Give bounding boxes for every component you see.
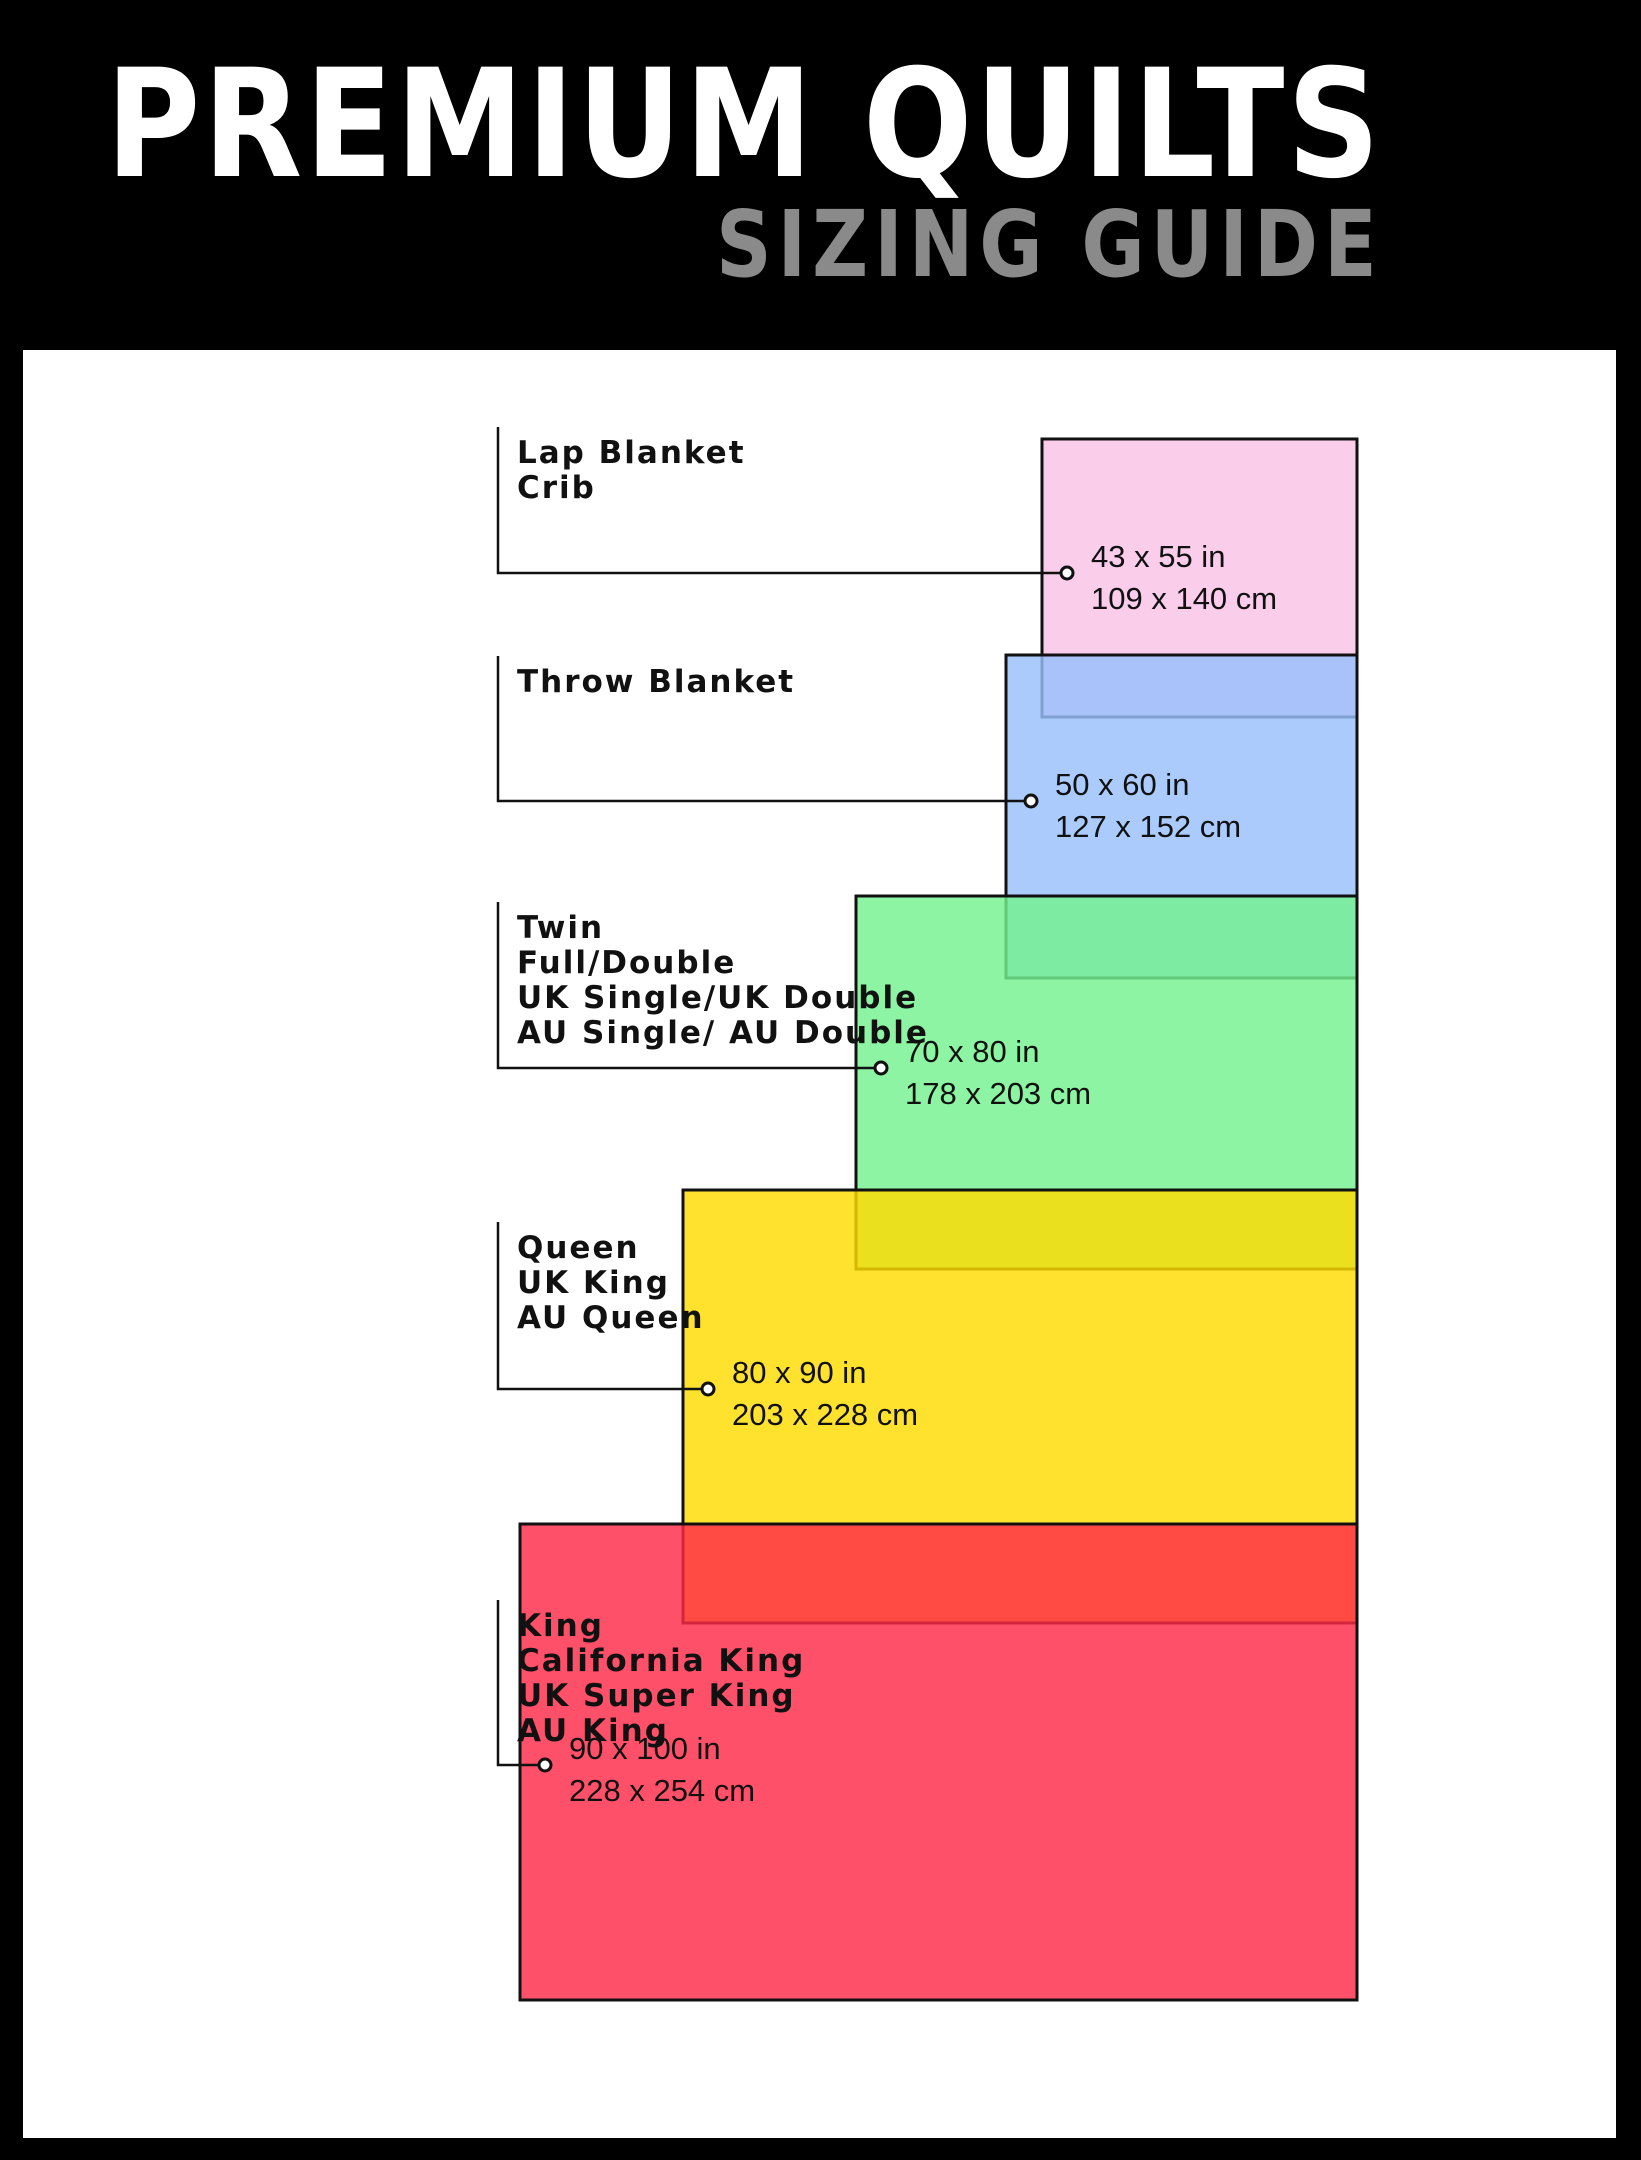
size-name: California King <box>517 1643 805 1679</box>
size-name: AU King <box>517 1713 669 1749</box>
page-title: PREMIUM QUILTS <box>106 38 1383 212</box>
size-name: King <box>517 1608 604 1644</box>
size-name: UK Single/UK Double <box>517 980 918 1016</box>
dimension-inches-1: 50 x 60 in <box>1055 767 1189 802</box>
leader-dot-3 <box>700 1381 716 1397</box>
leader-dot-0 <box>1059 565 1075 581</box>
size-name: Full/Double <box>517 945 736 981</box>
quilt-box-4 <box>518 1522 1359 2002</box>
dimension-inches-4: 90 x 100 in <box>569 1731 721 1766</box>
size-name: Twin <box>517 910 604 946</box>
dimension-inches-2: 70 x 80 in <box>905 1034 1039 1069</box>
leader-line-2 <box>496 902 881 1070</box>
size-names-1: Throw Blanket <box>517 664 795 700</box>
size-name: UK King <box>517 1265 670 1301</box>
size-name: Crib <box>517 470 596 506</box>
leader-dot-1 <box>1023 793 1039 809</box>
size-name: Lap Blanket <box>517 435 746 471</box>
size-name: Throw Blanket <box>517 664 795 700</box>
size-name: AU Queen <box>517 1300 705 1336</box>
dimension-cm-0: 109 x 140 cm <box>1091 581 1277 616</box>
dimension-cm-3: 203 x 228 cm <box>732 1397 918 1432</box>
page-subtitle: SIZING GUIDE <box>716 191 1383 298</box>
size-name: UK Super King <box>517 1678 796 1714</box>
dimension-inches-3: 80 x 90 in <box>732 1355 866 1390</box>
size-name: AU Single/ AU Double <box>517 1015 929 1051</box>
leader-line-0 <box>496 427 1067 575</box>
leader-dot-2 <box>873 1060 889 1076</box>
dimension-cm-1: 127 x 152 cm <box>1055 809 1241 844</box>
leader-line-3 <box>496 1222 708 1391</box>
dimension-cm-4: 228 x 254 cm <box>569 1773 755 1808</box>
leader-line-1 <box>496 656 1031 803</box>
size-name: Queen <box>517 1230 640 1266</box>
leader-line-4 <box>496 1600 545 1767</box>
dimension-cm-2: 178 x 203 cm <box>905 1076 1091 1111</box>
dimension-inches-0: 43 x 55 in <box>1091 539 1225 574</box>
leader-dot-4 <box>537 1757 553 1773</box>
header: PREMIUM QUILTS SIZING GUIDE <box>0 0 1641 350</box>
